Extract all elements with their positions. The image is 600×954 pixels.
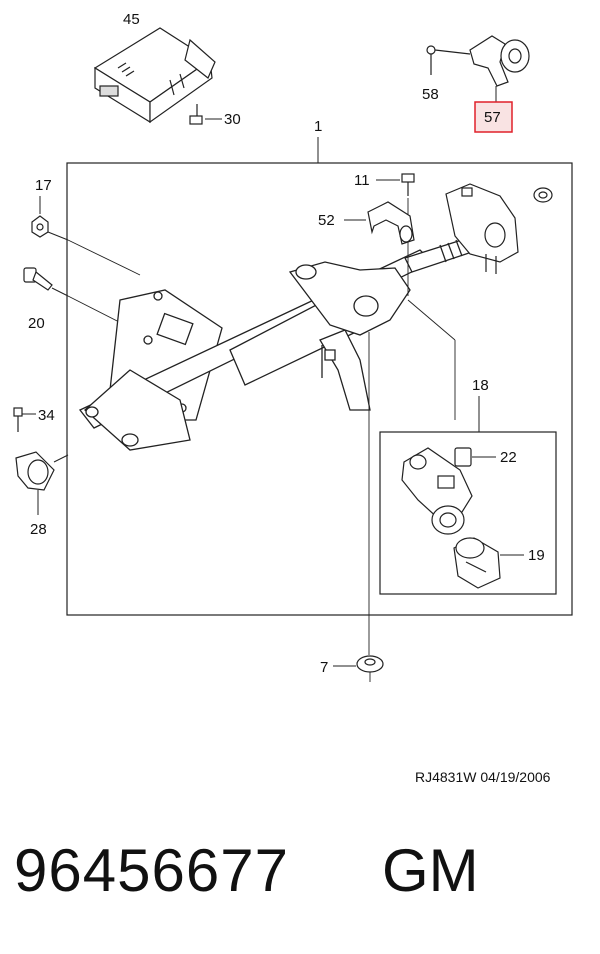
clamp-28-part[interactable] xyxy=(15,451,55,491)
bolt-20-part[interactable] xyxy=(23,267,53,291)
screw-34-part[interactable] xyxy=(13,407,23,432)
callout-17: 17 xyxy=(35,177,52,194)
highlight-box-57[interactable] xyxy=(474,101,513,133)
bracket-57-part[interactable] xyxy=(469,35,530,87)
callout-58: 58 xyxy=(422,86,439,103)
clip-52-part[interactable] xyxy=(367,201,415,245)
screw-58-part[interactable] xyxy=(426,45,471,75)
steering-column-diagram: 45 30 58 57 1 17 20 34 xyxy=(13,11,573,785)
brand-name: GM xyxy=(382,837,479,904)
callout-57[interactable]: 57 xyxy=(484,109,501,126)
leader-20 xyxy=(51,287,69,297)
callout-20: 20 xyxy=(28,315,45,332)
callout-18: 18 xyxy=(472,377,489,394)
lock-housing-part[interactable] xyxy=(445,183,553,274)
nut-7-part[interactable] xyxy=(356,655,384,673)
key-22-part[interactable] xyxy=(454,447,472,467)
bolt-30-part[interactable] xyxy=(189,104,203,125)
ignition-inset-frame xyxy=(379,431,557,595)
callout-28: 28 xyxy=(30,521,47,538)
callout-45: 45 xyxy=(123,11,140,28)
callout-1: 1 xyxy=(314,118,322,135)
leader-28b xyxy=(53,454,69,463)
callout-7: 7 xyxy=(320,659,328,676)
callout-34: 34 xyxy=(38,407,55,424)
callout-19: 19 xyxy=(528,547,545,564)
screw-11-part[interactable] xyxy=(401,173,415,196)
callout-22: 22 xyxy=(500,449,517,466)
lock-cylinder-19-part[interactable] xyxy=(453,537,501,589)
main-assembly-frame xyxy=(66,162,573,616)
leader-17b xyxy=(47,231,69,241)
leader-17-in xyxy=(67,239,141,276)
control-module-part[interactable] xyxy=(93,27,216,124)
steering-column-part[interactable] xyxy=(78,237,473,451)
callout-30: 30 xyxy=(224,111,241,128)
callout-52: 52 xyxy=(318,212,335,229)
leader-18-path xyxy=(407,299,456,341)
ignition-switch-part[interactable] xyxy=(401,447,473,535)
drawing-reference: RJ4831W 04/19/2006 xyxy=(415,769,551,785)
part-number: 96456677 xyxy=(14,837,289,904)
callout-11: 11 xyxy=(354,172,370,189)
nut-17-part[interactable] xyxy=(31,215,49,238)
